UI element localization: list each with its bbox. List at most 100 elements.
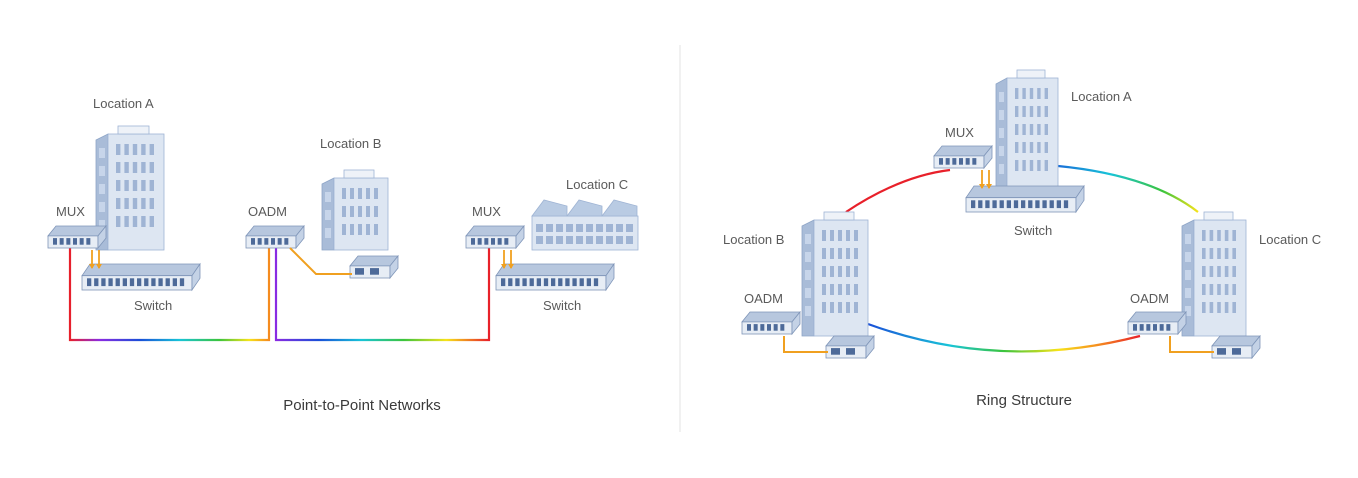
building-roof xyxy=(1016,69,1046,79)
window xyxy=(116,162,121,173)
window xyxy=(358,188,362,199)
device-side xyxy=(1251,334,1261,360)
device-port xyxy=(370,268,379,275)
switch-ring-device-a-icon xyxy=(965,170,1085,214)
device-port xyxy=(172,278,177,287)
window xyxy=(1022,106,1026,117)
window xyxy=(1029,142,1034,153)
window xyxy=(1037,124,1041,135)
device-port xyxy=(1159,324,1164,331)
window xyxy=(1029,124,1034,135)
window xyxy=(1202,302,1206,313)
window xyxy=(1037,160,1041,171)
device-port xyxy=(1049,200,1054,209)
window xyxy=(586,224,593,232)
window xyxy=(124,180,129,191)
window xyxy=(116,216,121,227)
window xyxy=(1015,124,1019,135)
window xyxy=(854,230,858,241)
window xyxy=(536,224,543,232)
window xyxy=(805,270,811,280)
window xyxy=(566,236,573,244)
device-port xyxy=(593,278,599,287)
device-port xyxy=(760,324,765,331)
window xyxy=(374,224,378,235)
window xyxy=(536,236,543,244)
device-port xyxy=(747,324,751,331)
device-side xyxy=(983,144,993,170)
window xyxy=(596,236,603,244)
device-port xyxy=(1021,200,1026,209)
label-ring-oadm-c: OADM xyxy=(1130,291,1169,306)
window xyxy=(1202,284,1206,295)
device-port xyxy=(780,324,785,331)
device-port xyxy=(271,238,275,245)
window xyxy=(358,224,362,235)
window xyxy=(838,266,842,277)
window xyxy=(1232,230,1236,241)
window xyxy=(1217,302,1221,313)
label-mux-a: MUX xyxy=(56,204,85,219)
window xyxy=(999,146,1004,156)
mux-device-c-icon xyxy=(465,224,525,250)
window xyxy=(846,284,850,295)
label-ring-oadm-b: OADM xyxy=(744,291,783,306)
device-port xyxy=(952,158,957,165)
device-port xyxy=(86,238,91,245)
window xyxy=(99,202,105,212)
device-side xyxy=(1177,310,1187,336)
window xyxy=(350,224,354,235)
device-port xyxy=(1006,200,1011,209)
window xyxy=(556,236,563,244)
window xyxy=(854,248,858,259)
window xyxy=(149,216,154,227)
factory-roof xyxy=(601,199,638,217)
window xyxy=(1209,248,1214,259)
building-location-b-icon xyxy=(321,169,389,251)
window xyxy=(325,228,331,238)
window xyxy=(149,144,154,155)
device-port xyxy=(939,158,943,165)
window xyxy=(999,128,1004,138)
window xyxy=(141,162,146,173)
device-port xyxy=(985,200,990,209)
label-switch-c: Switch xyxy=(543,298,581,313)
window xyxy=(1015,142,1019,153)
window xyxy=(1232,302,1236,313)
link-arrow-head xyxy=(508,264,514,269)
device-side xyxy=(515,224,525,250)
device-port xyxy=(978,200,983,209)
device-port xyxy=(508,278,513,287)
device-port xyxy=(999,200,1004,209)
label-location-c: Location C xyxy=(566,177,628,192)
window xyxy=(124,162,129,173)
window xyxy=(1185,306,1191,316)
window xyxy=(1217,266,1221,277)
window xyxy=(1037,106,1041,117)
window xyxy=(1029,160,1034,171)
device-port xyxy=(129,278,135,287)
device-top xyxy=(741,311,801,323)
window xyxy=(342,224,346,235)
window xyxy=(1202,248,1206,259)
device-port xyxy=(972,158,977,165)
window xyxy=(99,166,105,176)
window xyxy=(1209,302,1214,313)
window xyxy=(1202,266,1206,277)
device-port xyxy=(66,238,71,245)
orange-link-ring-c xyxy=(1169,336,1214,353)
label-ring-mux-a: MUX xyxy=(945,125,974,140)
window xyxy=(141,144,146,155)
window xyxy=(1022,88,1026,99)
window xyxy=(1029,106,1034,117)
device-port xyxy=(586,278,591,287)
link-arrow-head xyxy=(979,184,985,189)
switch-device-c-icon xyxy=(495,250,615,292)
device-top xyxy=(933,145,993,157)
factory-location-c-icon xyxy=(531,199,639,251)
device-top xyxy=(465,225,525,237)
window xyxy=(132,144,138,155)
device-port xyxy=(1153,324,1157,331)
window xyxy=(132,198,138,209)
